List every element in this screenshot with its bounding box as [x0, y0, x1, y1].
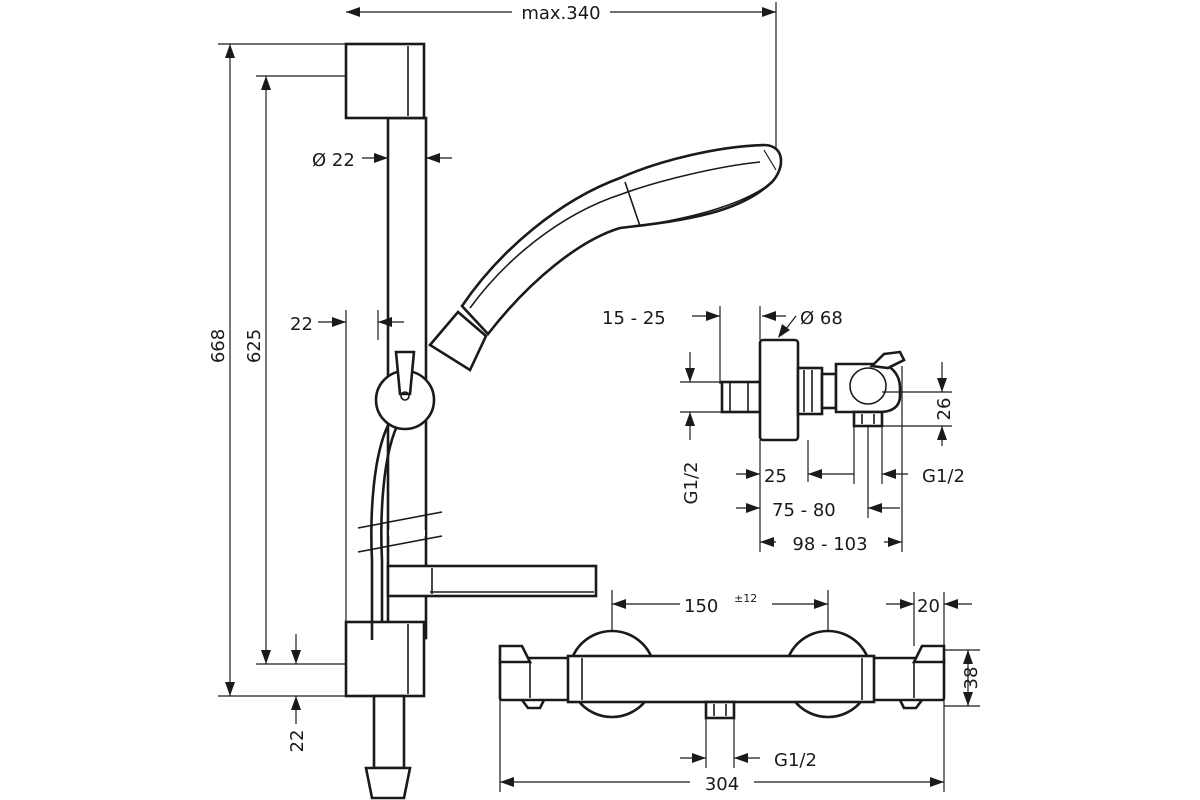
mixer-side-view — [720, 338, 906, 442]
bottom-bracket — [344, 620, 426, 698]
mixer-center — [566, 654, 876, 704]
dim-wall-offset: 22 — [290, 310, 404, 622]
dim-body-height: 38 — [944, 649, 982, 707]
thread-left-label: G1/2 — [681, 462, 702, 505]
dim-depth-75-80: 75 - 80 — [736, 426, 900, 521]
depth-98-103-label: 98 - 103 — [792, 534, 867, 555]
connection-depth-label: 15 - 25 — [602, 308, 666, 329]
top-bracket — [344, 42, 426, 120]
dim-thread-left: G1/2 — [680, 352, 722, 504]
center-tolerance-label: ±12 — [734, 592, 757, 605]
rail-diameter-label: Ø 22 — [312, 150, 355, 171]
dim-max-width: max.340 — [346, 2, 777, 150]
mixer-front-view — [498, 629, 946, 720]
shower-rail-set — [344, 42, 783, 800]
escutcheon — [758, 338, 800, 442]
dim-overall-height: 668 — [208, 43, 346, 697]
dim-escutcheon-diameter: Ø 68 — [759, 306, 843, 340]
outlet-thread-label: G1/2 — [774, 750, 817, 771]
depth-75-80-label: 75 - 80 — [772, 500, 836, 521]
dim-cap-width: 20 — [886, 592, 972, 646]
body-height-label: 38 — [961, 667, 982, 690]
cap-left — [498, 644, 533, 664]
cap-width-label: 20 — [917, 596, 940, 617]
handle-sleeve — [428, 310, 488, 372]
dim-depth-25: 25 — [736, 440, 854, 552]
soap-dish — [386, 564, 598, 598]
escutcheon-diameter-label: Ø 68 — [800, 308, 843, 329]
hole-spacing-label: 625 — [244, 329, 265, 363]
dim-height-26: 26 — [882, 362, 955, 446]
depth-25-label: 25 — [764, 466, 787, 487]
dim-hole-spacing: 625 — [244, 75, 346, 665]
dim-outlet-thread: G1/2 — [680, 718, 817, 771]
dim-overall-width: 304 — [499, 700, 945, 796]
dim-depth-98-103: 98 - 103 — [760, 366, 903, 555]
dim-connection-depth: 15 - 25 — [602, 306, 721, 384]
dim-center-distance: 150 ±12 — [611, 590, 829, 632]
overall-height-label: 668 — [208, 329, 229, 363]
height-26-label: 26 — [934, 398, 955, 421]
wall-connector — [720, 380, 762, 414]
dim-thread-right: G1/2 — [853, 426, 965, 487]
cap-right — [911, 644, 946, 664]
dim-rail-diameter: Ø 22 — [312, 150, 452, 171]
hand-shower — [460, 143, 783, 337]
dim-bottom-offset: 22 — [287, 634, 308, 752]
overall-width-label: 304 — [705, 774, 739, 795]
outlet — [704, 700, 736, 720]
center-distance-label: 150 — [684, 596, 718, 617]
max-width-label: max.340 — [521, 3, 600, 24]
wall-offset-label: 22 — [290, 314, 313, 335]
bottom-offset-label: 22 — [287, 730, 308, 753]
thread-right-label: G1/2 — [922, 466, 965, 487]
